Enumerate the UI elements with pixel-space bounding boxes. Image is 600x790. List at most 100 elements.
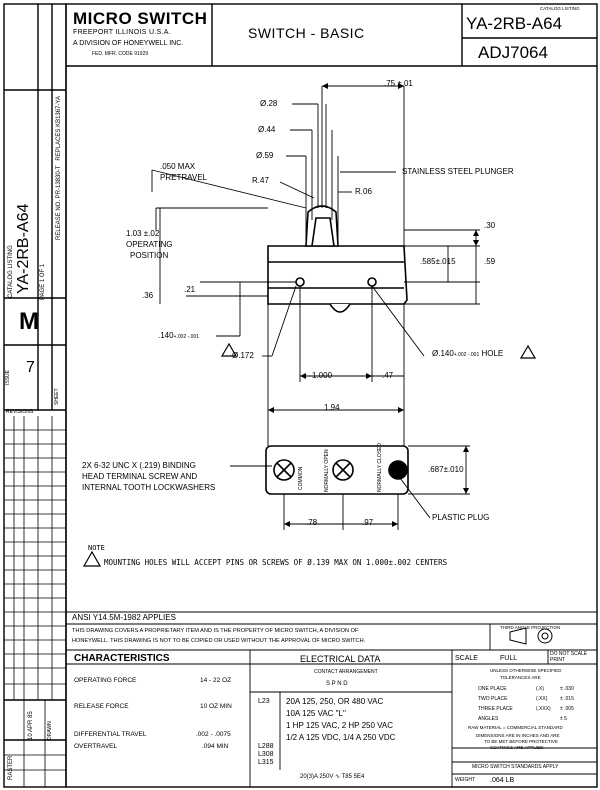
dim-075: .75 ±.01	[384, 79, 413, 88]
strip-page: PAGE 1 OF 1	[40, 263, 46, 300]
tol-sub-two: (.XX)	[536, 696, 548, 702]
dim-036: .36	[142, 291, 154, 300]
contact-arrangement: S P N D	[326, 681, 348, 687]
switch-side-view	[267, 205, 408, 313]
ansi-standard: ANSI Y14.5M-1982 APPLIES	[72, 613, 176, 622]
plunger-callout: STAINLESS STEEL PLUNGER	[402, 167, 514, 176]
weight-label: WEIGHT	[455, 777, 475, 783]
dim-059b: .59	[484, 257, 496, 266]
raw-material: RAW MATERIAL = COMMERCIAL STANDARD	[468, 725, 563, 730]
dim-140a: .140+.002 -.001	[158, 331, 200, 340]
screw-callout-2: HEAD TERMINAL SCREW AND	[82, 472, 198, 481]
dimension-lines	[66, 85, 597, 787]
revisions-label: REVISIONS	[6, 409, 34, 415]
char-label-differential: DIFFERENTIAL TRAVEL	[74, 731, 147, 738]
proprietary-line-1: THIS DRAWING COVERS A PROPRIETARY ITEM A…	[72, 628, 359, 634]
char-value-differential: .002 - .0075	[196, 731, 231, 738]
rating-line-1: 20A 125, 250, OR 480 VAC	[286, 697, 384, 706]
terminal-common-label: COMMON	[298, 466, 304, 490]
company-division: A DIVISION OF HONEYWELL INC.	[73, 40, 184, 47]
tol-value-three: ± .005	[560, 706, 574, 712]
tol-sub-three: (.XXX)	[536, 706, 551, 712]
rating-line-2: 10A 125 VAC "L"	[286, 709, 346, 718]
pretravel-value: .050 MAX	[160, 162, 196, 171]
code-l288: L288	[258, 743, 274, 750]
revisions-grid	[4, 416, 66, 787]
issue-letter: M	[19, 308, 39, 335]
note-label: NOTE	[88, 544, 105, 552]
characteristics-header: CHARACTERISTICS	[74, 653, 170, 664]
tol-value-one: ± .030	[560, 686, 574, 692]
scale-value: FULL	[500, 655, 518, 662]
tol-label-two: TWO PLACE	[478, 696, 508, 702]
do-not-scale: DO NOT SCALE PRINT	[550, 651, 588, 663]
adj-number: ADJ7064	[478, 43, 548, 62]
code-l315: L315	[258, 759, 274, 766]
dim-194: 1.94	[324, 403, 340, 412]
op-pos-label-1: OPERATING	[126, 240, 173, 249]
tol-header-2: TOLERANCES ARE	[500, 675, 541, 680]
char-label-operating-force: OPERATING FORCE	[74, 677, 137, 684]
company-city: FREEPORT ILLINOIS U.S.A.	[73, 29, 171, 36]
release-number: RELEASE NO. PR-13830-T REPLACES KB1367-Y…	[56, 96, 62, 240]
proprietary-line-2: HONEYWELL. THIS DRAWING IS NOT TO BE COP…	[72, 638, 366, 644]
char-value-operating-force: 14 - 22 OZ	[200, 677, 232, 684]
dim-059: Ø.59	[256, 151, 274, 160]
left-strip	[3, 3, 67, 788]
rating-line-3: 1 HP 125 VAC, 2 HP 250 VAC	[286, 721, 394, 730]
code-l23: L23	[258, 698, 270, 705]
dim-078: .78	[306, 518, 318, 527]
char-label-release-force: RELEASE FORCE	[74, 703, 129, 710]
dim-r006: R.06	[355, 187, 372, 196]
sheet-number: 7	[26, 359, 35, 376]
arrowheads	[268, 83, 479, 527]
fed-code: FED. MFR. CODE 91929	[92, 51, 149, 57]
tol-value-two: ± .015	[560, 696, 574, 702]
contact-arrangement-label: CONTACT ARRANGEMENT	[314, 669, 378, 675]
drawn-date: 10 APR 85	[28, 711, 34, 740]
screw-callout-3: INTERNAL TOOTH LOCKWASHERS	[82, 483, 216, 492]
tol-label-three: THREE PLACE	[478, 706, 513, 712]
tol-label-angles: ANGLES	[478, 716, 499, 722]
dim-r047: R.47	[252, 176, 269, 185]
pretravel-label: PRETRAVEL	[160, 173, 207, 182]
dim-044: Ø.44	[258, 125, 276, 134]
rating-footer: 20(3)A 250V ∿ T85 5E4	[300, 774, 365, 780]
sheet-label: SHEET	[54, 388, 60, 405]
dim-585: .585±.015	[420, 257, 456, 266]
terminal-no-label: NORMALLY OPEN	[324, 449, 330, 492]
char-value-release-force: 10 OZ MIN	[200, 703, 232, 710]
char-value-overtravel: .094 MIN	[202, 743, 229, 750]
dim-1000: 1.000	[312, 371, 333, 380]
dim-047: .47	[382, 371, 394, 380]
drawing-title: SWITCH - BASIC	[248, 25, 365, 41]
dim-030: .30	[484, 221, 496, 230]
tol-value-angles: ± 5	[560, 716, 567, 722]
dim-021: .21	[184, 285, 196, 294]
third-angle-symbol	[509, 627, 553, 645]
dim-172: Ø.172	[232, 351, 254, 360]
tol-note-3: COATINGS ARE APPLIED	[490, 745, 544, 750]
dim-687: .687±.010	[428, 465, 464, 474]
code-l308: L308	[258, 751, 274, 758]
screw-callout-1: 2X 6-32 UNC X (.219) BINDING	[82, 461, 196, 470]
electrical-header: ELECTRICAL DATA	[300, 654, 381, 664]
warning-triangles	[82, 342, 537, 567]
dim-028: Ø.28	[260, 99, 278, 108]
op-pos-label-2: POSITION	[130, 251, 169, 260]
char-label-overtravel: OVERTRAVEL	[74, 743, 118, 750]
issue-label: ISSUE	[5, 369, 11, 385]
tol-sub-one: (.X)	[536, 686, 545, 692]
dim-097: .97	[362, 518, 374, 527]
drawn-label: DRAWN	[47, 721, 53, 740]
catalog-listing-label: CATALOG LISTING	[540, 6, 580, 11]
plug-callout: PLASTIC PLUG	[432, 513, 490, 522]
weight-value: .064 LB	[490, 777, 515, 784]
standards-apply: MICRO SWITCH STANDARDS APPLY	[472, 764, 559, 770]
strip-catalog-listing: YA-2RB-A64	[15, 203, 32, 294]
catalog-listing: YA-2RB-A64	[466, 14, 563, 33]
tol-label-one: ONE PLACE	[478, 686, 507, 692]
third-angle-label: THIRD ANGLE PROJECTION	[500, 625, 561, 630]
